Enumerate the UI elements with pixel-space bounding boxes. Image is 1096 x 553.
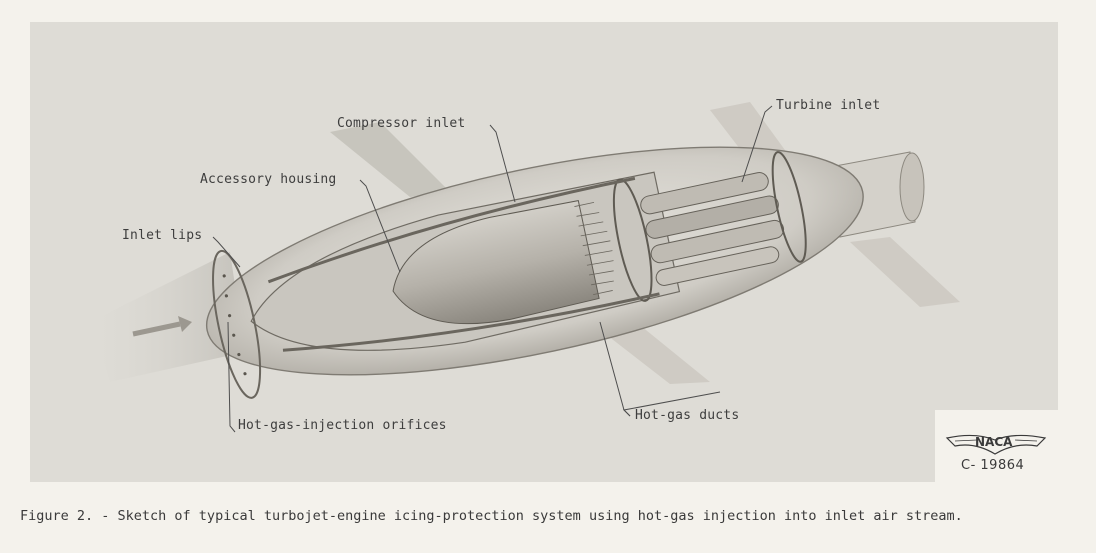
engine-sketch [30, 22, 1058, 482]
label-accessory-housing: Accessory housing [200, 172, 336, 187]
label-hot-gas-injection-orifices: Hot-gas-injection orifices [238, 418, 447, 433]
label-compressor-inlet: Compressor inlet [337, 116, 465, 131]
photo-number: C- 19864 [961, 458, 1024, 473]
naca-stamp: NACA C- 19864 [935, 410, 1058, 482]
figure-caption: Figure 2. - Sketch of typical turbojet-e… [20, 508, 963, 524]
label-hot-gas-ducts: Hot-gas ducts [635, 408, 739, 423]
label-inlet-lips: Inlet lips [122, 228, 202, 243]
naca-wordmark: NACA [975, 435, 1012, 449]
label-turbine-inlet: Turbine inlet [776, 98, 880, 113]
figure-panel: Inlet lips Accessory housing Compressor … [30, 22, 1058, 482]
